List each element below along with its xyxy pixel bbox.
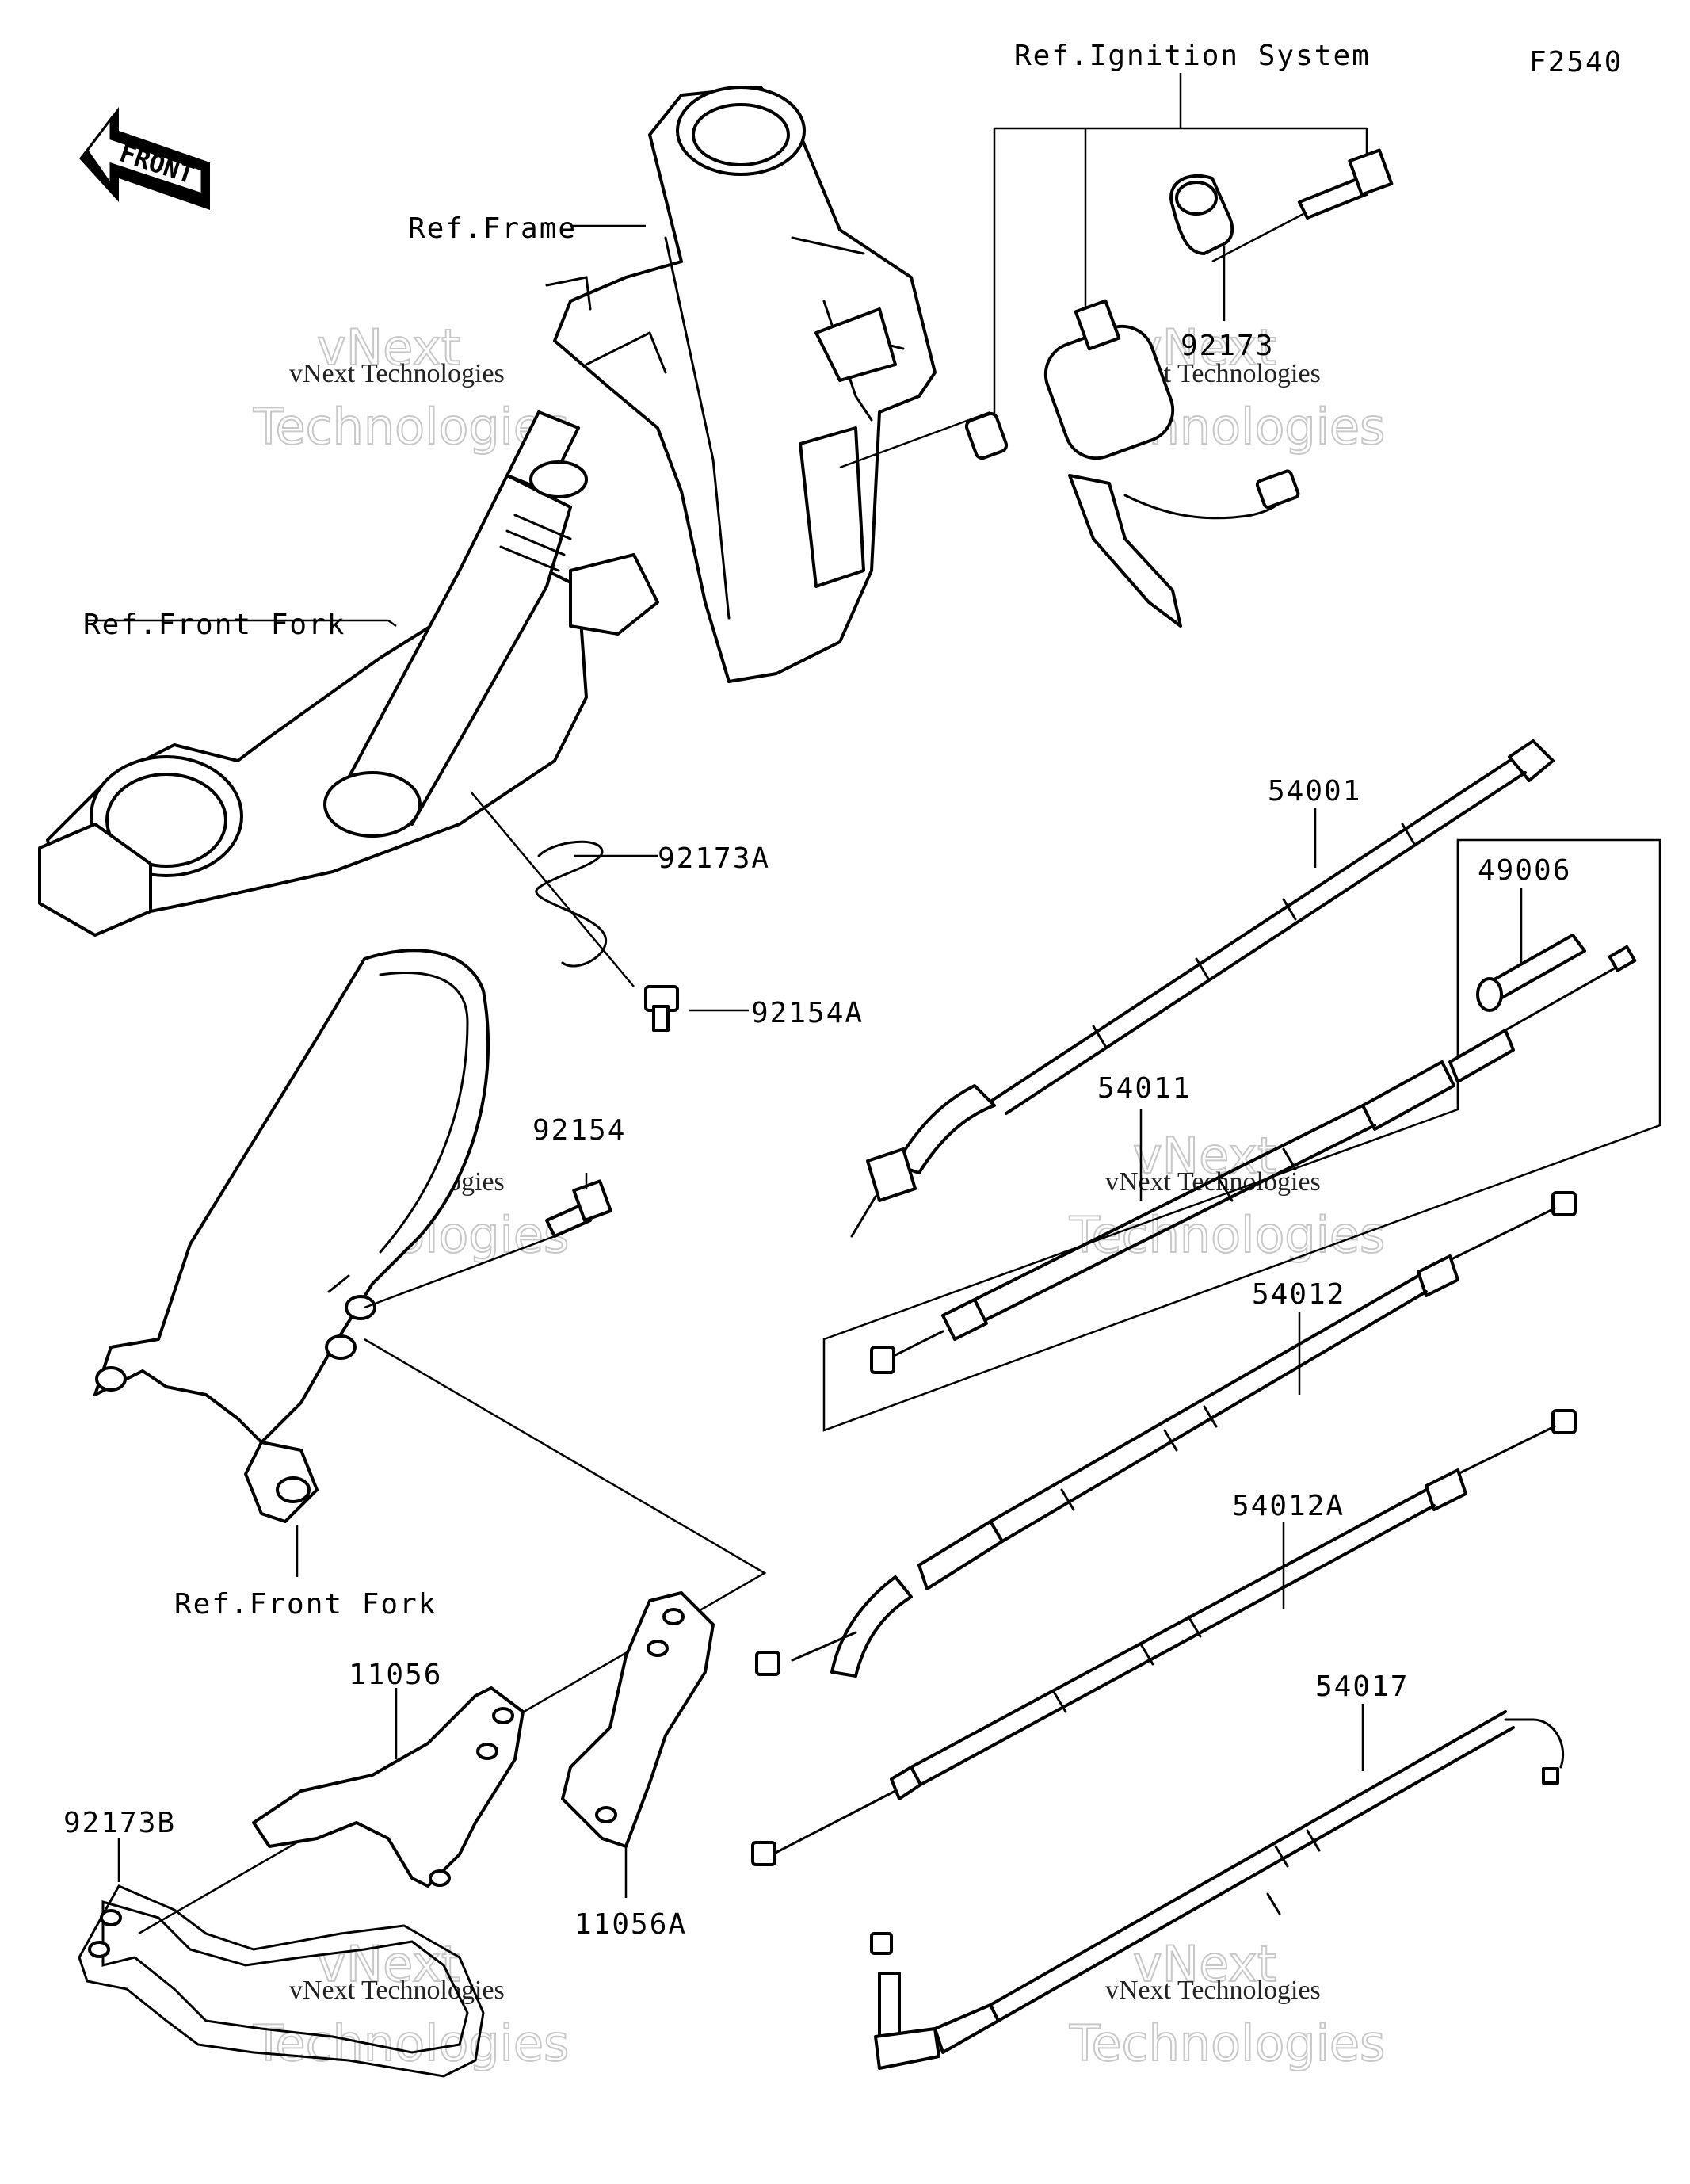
watermark-small: vNext Technologies xyxy=(289,1976,505,2005)
label-ref-frame: Ref.Frame xyxy=(408,212,577,245)
label-49006: 49006 xyxy=(1478,854,1571,887)
watermark-big-2: Technologies xyxy=(1069,2014,1385,2072)
front-arrow-icon: FRONT xyxy=(79,107,210,210)
front-fender: Ref.Front Fork 92154 xyxy=(93,949,626,1621)
label-ref-front-fork-top: Ref.Front Fork xyxy=(83,609,345,641)
cable-54012: 54012 xyxy=(755,1191,1577,1678)
label-54017: 54017 xyxy=(1315,1670,1409,1703)
label-54001: 54001 xyxy=(1268,775,1361,808)
label-54012A: 54012A xyxy=(1232,1490,1345,1522)
label-92154: 92154 xyxy=(532,1114,626,1147)
label-92154A: 92154A xyxy=(751,997,864,1029)
label-ref-front-fork-bottom: Ref.Front Fork xyxy=(174,1588,437,1621)
ref-ignition-leader: Ref.Ignition System xyxy=(993,40,1371,444)
cable-54017: 54017 xyxy=(870,1670,1565,2070)
cable-54001: 54001 xyxy=(850,739,1555,1238)
watermark-big-2: Technologies xyxy=(253,398,569,456)
group-54011: 49006 54011 xyxy=(822,838,1661,1432)
lower-brackets: 11056 11056A 92173B xyxy=(63,1338,767,2078)
label-ref-ignition: Ref.Ignition System xyxy=(1014,40,1371,72)
label-92173A: 92173A xyxy=(658,842,770,875)
label-11056A: 11056A xyxy=(574,1908,687,1941)
frame-part: Ref.Frame xyxy=(408,86,937,683)
watermark-big-1: vNext xyxy=(1133,1935,1276,1993)
watermark-big-1: vNext xyxy=(317,319,460,376)
diagram-id: F2540 xyxy=(1529,46,1623,78)
watermark-big-1: vNext xyxy=(1133,1127,1276,1185)
watermark-small: vNext Technologies xyxy=(1105,1976,1321,2005)
ignition-parts: 92173 xyxy=(839,148,1394,628)
watermark-bottom-right: vNext Technologies vNext Technologies xyxy=(1068,1934,1386,2073)
label-54011: 54011 xyxy=(1097,1072,1191,1105)
label-11056: 11056 xyxy=(349,1659,442,1691)
watermark-small: vNext Technologies xyxy=(289,359,505,388)
front-fork-upper: Ref.Front Fork xyxy=(38,410,659,937)
clip-and-bolt: 92173A 92154A xyxy=(471,792,864,1032)
watermark-big-2: Technologies xyxy=(1069,1206,1385,1264)
label-54012: 54012 xyxy=(1252,1278,1345,1311)
label-92173B: 92173B xyxy=(63,1807,176,1839)
label-92173: 92173 xyxy=(1181,330,1274,362)
cable-54012A: 54012A xyxy=(751,1409,1577,1866)
watermark-top-left: vNext Technologies vNext Technologies xyxy=(252,318,570,456)
watermark-big-2: Technologies xyxy=(253,2014,569,2072)
